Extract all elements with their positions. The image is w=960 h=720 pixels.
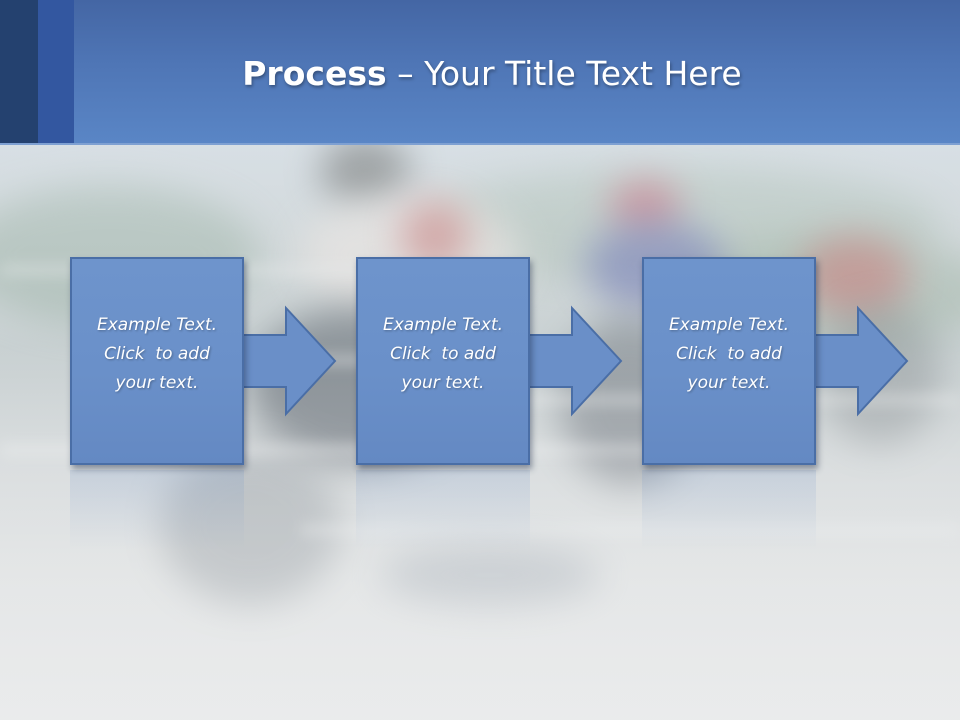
process-step-3[interactable]: Example Text. Click to add your text. (642, 257, 816, 465)
right-arrow-icon[interactable] (237, 305, 338, 417)
header-accent-band-dark (0, 0, 38, 145)
right-arrow-icon[interactable] (809, 305, 910, 417)
slide-title-strong: Process (242, 54, 387, 93)
box-reflection (642, 470, 816, 550)
process-step-1[interactable]: Example Text. Click to add your text. (70, 257, 244, 465)
header-divider (0, 143, 960, 145)
process-step-3-text[interactable]: Example Text. Click to add your text. (668, 314, 790, 393)
header-accent-band (38, 0, 74, 145)
title-header: Process – Your Title Text Here (0, 0, 960, 145)
slide-title[interactable]: Process – Your Title Text Here (0, 54, 960, 93)
slide-title-rest: – Your Title Text Here (386, 54, 742, 93)
right-arrow-icon[interactable] (523, 305, 624, 417)
process-step-2[interactable]: Example Text. Click to add your text. (356, 257, 530, 465)
process-step-2-text[interactable]: Example Text. Click to add your text. (382, 314, 504, 393)
box-reflection (70, 470, 244, 550)
box-reflection (356, 470, 530, 550)
process-step-1-text[interactable]: Example Text. Click to add your text. (96, 314, 218, 393)
